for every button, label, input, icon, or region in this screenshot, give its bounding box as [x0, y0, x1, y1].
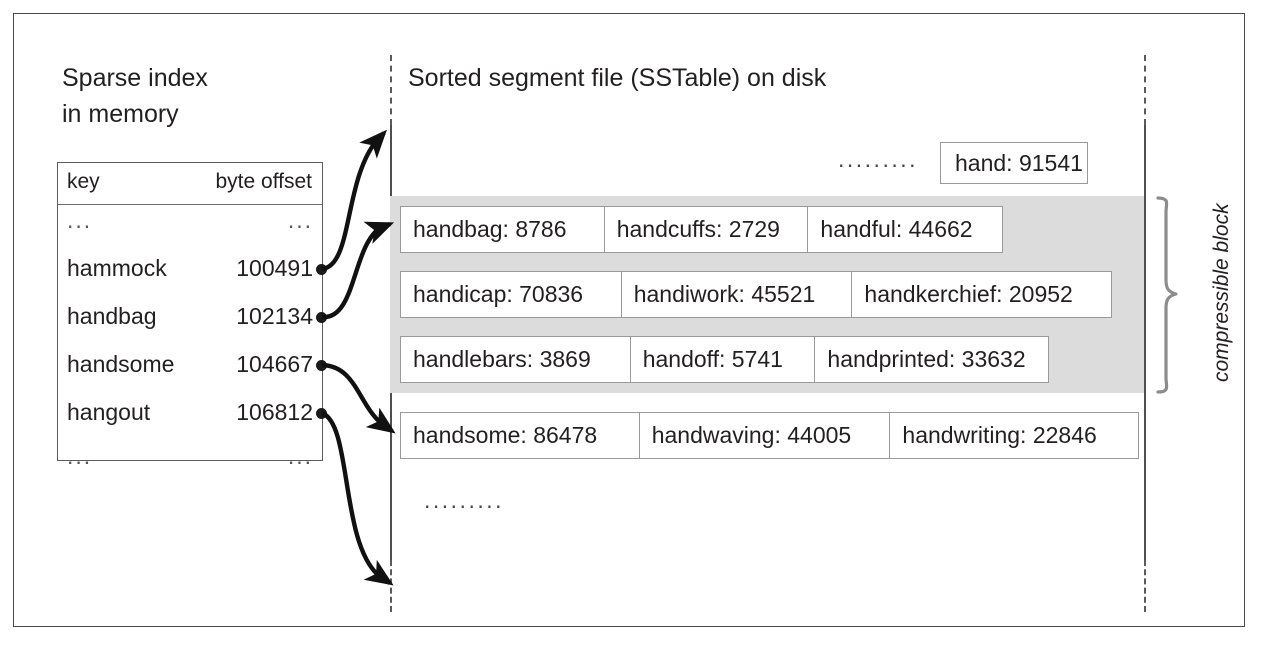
- segment-right-rail-bottom-dashed: [1144, 560, 1146, 612]
- row-offset: ...: [287, 207, 313, 233]
- segment-left-rail-top-dashed: [390, 55, 392, 125]
- table-row: hammock 100491: [58, 249, 322, 297]
- row-offset: 102134: [236, 303, 313, 329]
- segment-block-row: handicap: 70836 handiwork: 45521 handker…: [400, 271, 1113, 318]
- row-key: hangout: [67, 399, 151, 425]
- segment-right-rail-top-dashed: [1144, 55, 1146, 125]
- table-row: ... ...: [58, 205, 322, 249]
- row-offset: ...: [287, 443, 313, 469]
- row-key: ...: [67, 207, 93, 233]
- segment-cell: handwaving: 44005: [638, 412, 891, 459]
- table-row: hangout 106812: [58, 393, 322, 441]
- segment-cell: handful: 44662: [807, 206, 1004, 253]
- connector-dot-hangout: [316, 408, 327, 419]
- row-key: hammock: [67, 255, 167, 281]
- table-row: ... ...: [58, 441, 322, 481]
- connector-dot-handsome: [316, 360, 327, 371]
- segment-cell: handkerchief: 20952: [851, 271, 1113, 318]
- segment-cell: handoff: 5741: [629, 336, 816, 383]
- row-key: handbag: [67, 303, 157, 329]
- row-offset: 106812: [236, 399, 313, 425]
- segment-cell: handbag: 8786: [400, 206, 605, 253]
- column-header-key: key: [67, 170, 100, 193]
- segment-left-rail-bottom-dashed: [390, 560, 392, 612]
- table-row: handbag 102134: [58, 297, 322, 345]
- segment-cell: handiwork: 45521: [620, 271, 853, 318]
- segment-top-ellipsis: .........: [838, 146, 919, 172]
- segment-cell: handsome: 86478: [400, 412, 640, 459]
- row-key: handsome: [67, 351, 175, 377]
- row-offset: 100491: [236, 255, 313, 281]
- segment-trailing-row: handsome: 86478 handwaving: 44005 handwr…: [400, 412, 1140, 459]
- column-header-byte-offset: byte offset: [215, 170, 312, 193]
- segment-block-row: handlebars: 3869 handoff: 5741 handprint…: [400, 336, 1050, 383]
- segment-cell: handicap: 70836: [400, 271, 622, 318]
- segment-cell: handwriting: 22846: [889, 412, 1140, 459]
- segment-cell: handcuffs: 2729: [603, 206, 809, 253]
- compressible-block-label: compressible block: [1210, 203, 1233, 382]
- table-row: handsome 104667: [58, 345, 322, 393]
- sparse-index-table: key byte offset ... ... hammock 100491 h…: [57, 162, 323, 469]
- connector-dot-hammock: [316, 264, 327, 275]
- row-key: ...: [67, 443, 93, 469]
- connector-dot-handbag: [316, 312, 327, 323]
- segment-entry-hand: hand: 91541: [940, 142, 1088, 184]
- table-header-row: key byte offset: [58, 163, 322, 205]
- segment-right-rail-solid: [1144, 125, 1146, 560]
- row-offset: 104667: [236, 351, 313, 377]
- segment-bottom-ellipsis: .........: [424, 487, 505, 513]
- segment-cell: handprinted: 33632: [814, 336, 1050, 383]
- segment-file-title: Sorted segment file (SSTable) on disk: [408, 64, 827, 92]
- sparse-index-title: Sparse index in memory: [62, 64, 208, 128]
- segment-block-row: handbag: 8786 handcuffs: 2729 handful: 4…: [400, 206, 1004, 253]
- table-body: ... ... hammock 100491 handbag 102134 ha…: [58, 205, 322, 481]
- segment-cell: handlebars: 3869: [400, 336, 631, 383]
